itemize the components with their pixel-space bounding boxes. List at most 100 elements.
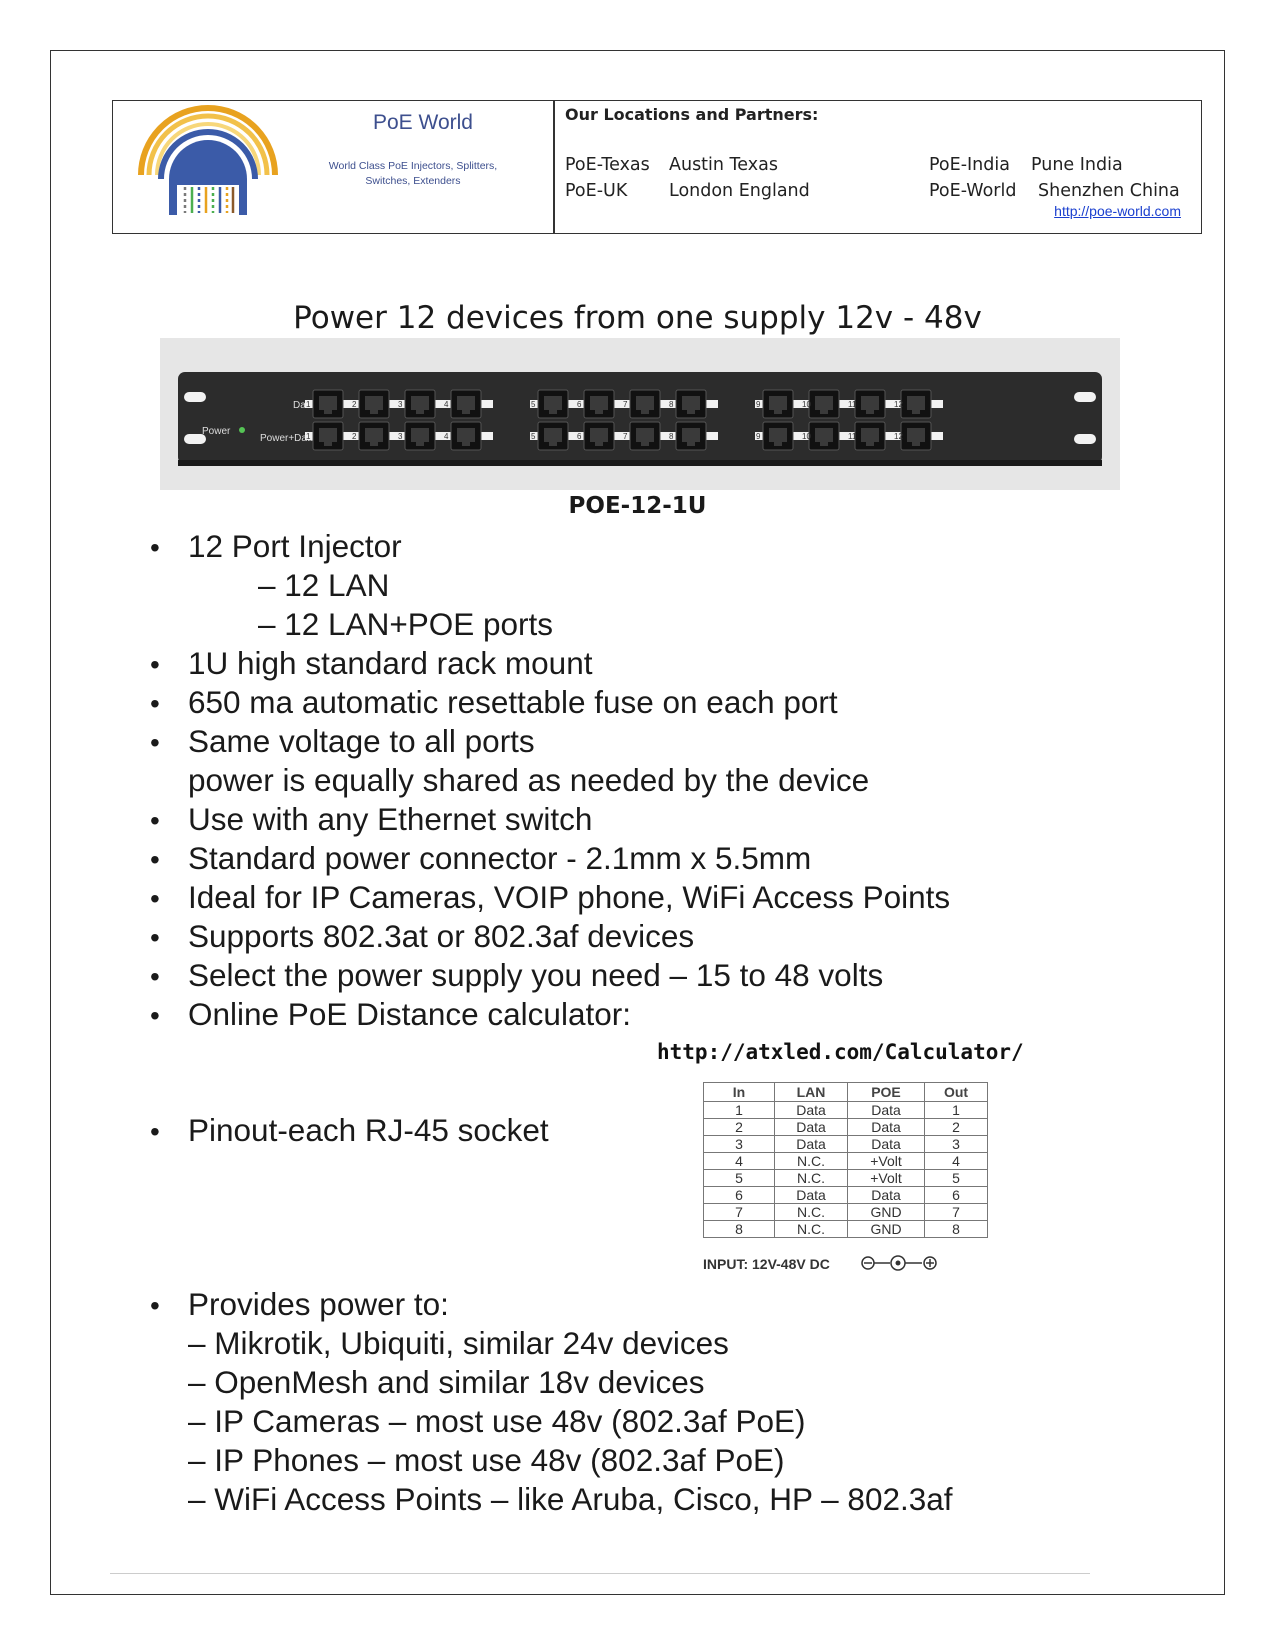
data-port: 4 [444, 389, 482, 419]
feature-voltage: Same voltage to all ports [188, 723, 535, 759]
port-number-label: 8 [669, 400, 674, 409]
pinout-cell: 5 [924, 1169, 988, 1187]
page-title: Power 12 devices from one supply 12v - 4… [293, 300, 982, 336]
feature-sub-lan-poe: – 12 LAN+POE ports [258, 606, 554, 642]
power-data-port: 11 [848, 421, 886, 451]
port-number-label: 4 [444, 432, 449, 441]
feature-voltage-note: power is equally shared as needed by the… [188, 762, 870, 798]
pinout-cell: 6 [924, 1186, 988, 1204]
bullet-icon: • [150, 1116, 160, 1147]
power-data-port: 7 [623, 421, 661, 451]
data-port: 7 [623, 389, 661, 419]
bullet-icon: • [150, 727, 160, 758]
port-number-label: 11 [848, 432, 857, 441]
data-port: 12 [894, 389, 932, 419]
data-port: 1 [306, 389, 344, 419]
pinout-cell: 6 [703, 1186, 775, 1204]
port-number-label: 5 [531, 432, 536, 441]
feature-fuse: 650 ma automatic resettable fuse on each… [188, 684, 838, 720]
pinout-header-in: In [703, 1082, 775, 1102]
pinout-cell: Data [774, 1118, 848, 1136]
pinout-cell: Data [847, 1101, 925, 1119]
panel-power-label: Power [202, 426, 231, 437]
bullet-icon: • [150, 922, 160, 953]
header-divider [553, 101, 555, 233]
provides-item: – IP Phones – most use 48v (802.3af PoE) [188, 1442, 785, 1478]
power-led [239, 427, 245, 433]
pinout-cell: 8 [703, 1220, 775, 1238]
calculator-link[interactable]: http://atxled.com/Calculator/ [657, 1040, 1024, 1064]
feature-rack: 1U high standard rack mount [188, 645, 593, 681]
poe-world-logo [138, 105, 278, 215]
location-place: Pune India [1031, 155, 1123, 175]
location-place: Shenzhen China [1038, 181, 1180, 201]
pinout-cell: 7 [703, 1203, 775, 1221]
pinout-cell: Data [774, 1186, 848, 1204]
pinout-cell: 2 [924, 1118, 988, 1136]
pinout-cell: 8 [924, 1220, 988, 1238]
panel-label-strip [755, 432, 943, 440]
feature-select: Select the power supply you need – 15 to… [188, 957, 884, 993]
pinout-cell: +Volt [847, 1169, 925, 1187]
pinout-cell: 7 [924, 1203, 988, 1221]
feature-sub-lan: – 12 LAN [258, 567, 390, 603]
pinout-cell: 3 [924, 1135, 988, 1153]
pinout-cell: N.C. [774, 1169, 848, 1187]
pinout-cell: Data [847, 1186, 925, 1204]
provides-item: – OpenMesh and similar 18v devices [188, 1364, 705, 1400]
website-link[interactable]: http://poe-world.com [1054, 203, 1181, 219]
brand-name: PoE World [373, 111, 473, 134]
bullet-icon: • [150, 1290, 160, 1321]
pinout-header-poe: POE [847, 1082, 925, 1102]
pinout-cell: 4 [703, 1152, 775, 1170]
panel-power-data-label: Power+Data [260, 433, 316, 444]
port-number-label: 1 [306, 432, 311, 441]
pinout-cell: Data [847, 1118, 925, 1136]
data-port: 3 [398, 389, 436, 419]
data-port: 11 [848, 389, 886, 419]
provides-item: – WiFi Access Points – like Aruba, Cisco… [188, 1481, 953, 1517]
power-data-port: 9 [756, 421, 794, 451]
pinout-cell: 1 [703, 1101, 775, 1119]
polarity-icon [861, 1255, 937, 1271]
pinout-cell: +Volt [847, 1152, 925, 1170]
letterhead: PoE World World Class PoE Injectors, Spl… [112, 100, 1202, 234]
pinout-cell: Data [774, 1135, 848, 1153]
pinout-cell: GND [847, 1220, 925, 1238]
pinout-header-lan: LAN [774, 1082, 848, 1102]
provides-item: – Mikrotik, Ubiquiti, similar 24v device… [188, 1325, 729, 1361]
pinout-cell: 3 [703, 1135, 775, 1153]
bullet-icon: • [150, 844, 160, 875]
panel-label-strip [305, 400, 493, 408]
port-number-label: 2 [352, 400, 357, 409]
partners-title: Our Locations and Partners: [565, 105, 819, 124]
port-number-label: 6 [577, 432, 582, 441]
model-label: POE-12-1U [568, 493, 707, 519]
location-name: PoE-Texas [565, 155, 650, 175]
port-number-label: 8 [669, 432, 674, 441]
bullet-icon: • [150, 532, 160, 563]
port-number-label: 6 [577, 400, 582, 409]
location-place: London England [669, 181, 810, 201]
feature-injector: 12 Port Injector [188, 528, 402, 564]
footer-divider [110, 1573, 1090, 1574]
data-port: 9 [756, 389, 794, 419]
port-number-label: 10 [802, 432, 811, 441]
panel-label-strip [755, 400, 943, 408]
pinout-cell: 5 [703, 1169, 775, 1187]
port-number-label: 5 [531, 400, 536, 409]
pinout-header-out: Out [924, 1082, 988, 1102]
feature-connector: Standard power connector - 2.1mm x 5.5mm [188, 840, 812, 876]
bullet-icon: • [150, 1000, 160, 1031]
pinout-cell: 4 [924, 1152, 988, 1170]
port-number-label: 9 [756, 432, 761, 441]
power-data-port: 8 [669, 421, 707, 451]
port-number-label: 4 [444, 400, 449, 409]
power-data-port: 10 [802, 421, 840, 451]
pinout-cell: N.C. [774, 1220, 848, 1238]
